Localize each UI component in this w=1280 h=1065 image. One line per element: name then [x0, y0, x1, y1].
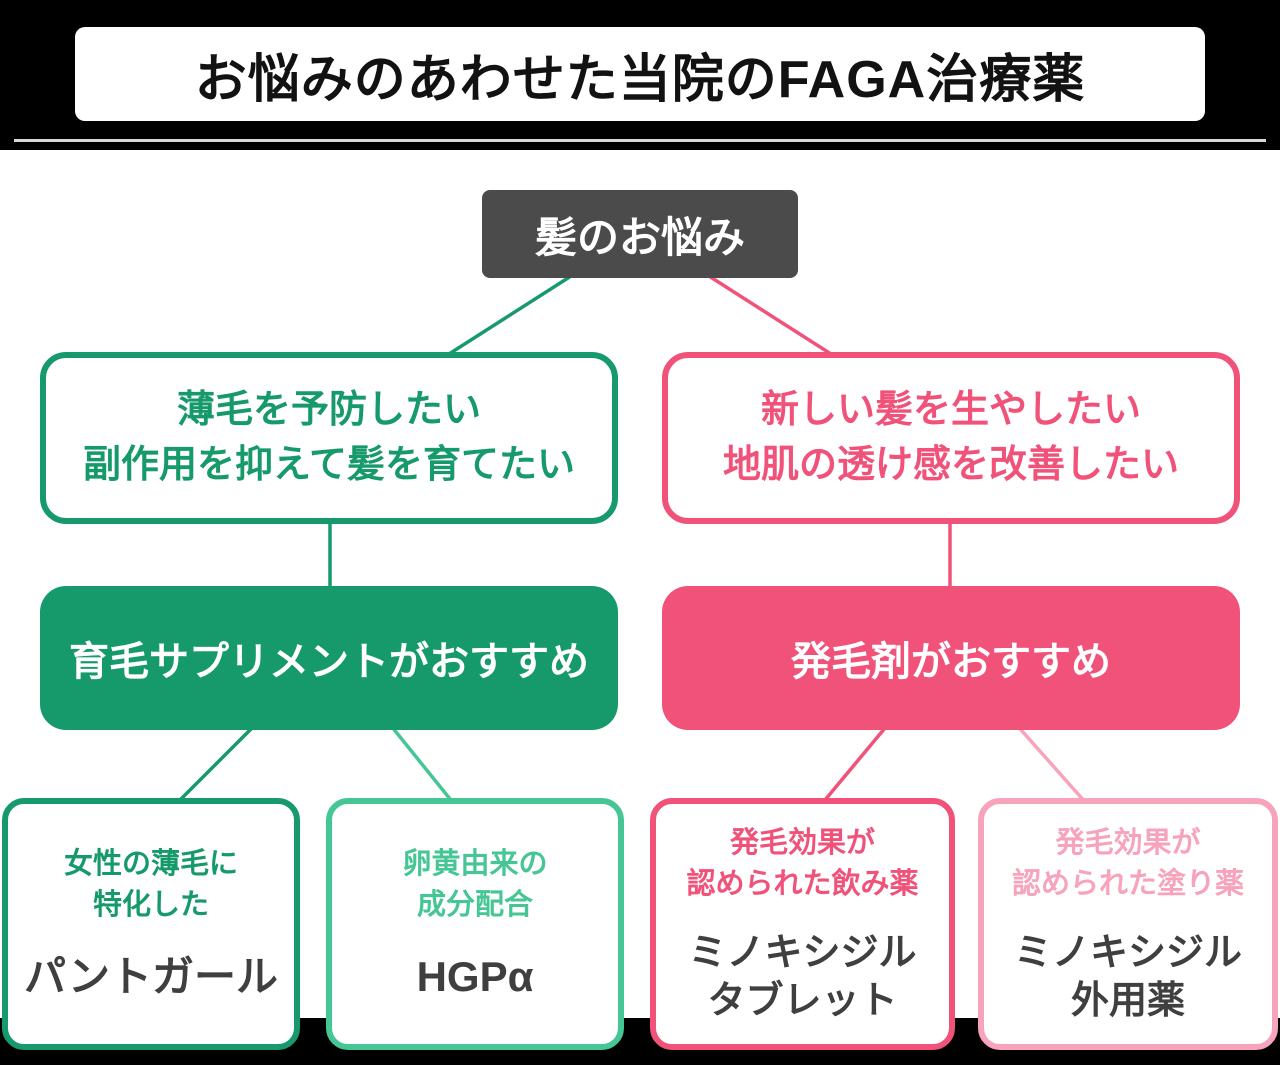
condition-line-1: 薄毛を予防したい: [176, 388, 481, 431]
page-title: お悩みのあわせた当院のFAGA治療薬: [194, 50, 1086, 109]
desc-line-2: 特化した: [92, 888, 209, 921]
recommendation-box-supplement: 育毛サプリメントがおすすめ: [40, 586, 618, 730]
product-description: 発毛効果が 認められた飲み薬: [686, 823, 918, 904]
condition-box-regrowth: 新しい髪を生やしたい 地肌の透け感を改善したい: [662, 352, 1240, 524]
product-description: 卵黄由来の 成分配合: [402, 844, 547, 925]
product-name: パントガール: [24, 951, 278, 1004]
title-box: お悩みのあわせた当院のFAGA治療薬: [75, 27, 1205, 121]
desc-line-1: 発毛効果が: [729, 826, 875, 859]
header-band: お悩みのあわせた当院のFAGA治療薬: [0, 0, 1280, 150]
product-description: 女性の薄毛に 特化した: [64, 844, 238, 925]
desc-line-2: 成分配合: [416, 888, 533, 921]
product-description: 発毛効果が 認められた塗り薬: [1012, 823, 1244, 904]
recommendation-box-hair-growth-agent: 発毛剤がおすすめ: [662, 586, 1240, 730]
product-box-hgpa: 卵黄由来の 成分配合 HGPα: [326, 798, 624, 1050]
product-name: HGPα: [417, 951, 534, 1004]
desc-line-1: 女性の薄毛に: [63, 848, 238, 881]
desc-line-2: 認められた塗り薬: [1011, 867, 1244, 900]
condition-box-prevention: 薄毛を予防したい 副作用を抑えて髪を育てたい: [40, 352, 618, 524]
name-line-2: タブレット: [707, 979, 898, 1022]
product-name: ミノキシジル 外用薬: [1014, 930, 1242, 1025]
header-underline: [14, 139, 1266, 142]
name-line-1: ミノキシジル: [688, 932, 917, 975]
product-name: ミノキシジル タブレット: [688, 930, 916, 1025]
name-line-1: パントガール: [23, 953, 279, 1001]
name-line-1: ミノキシジル: [1013, 932, 1242, 975]
condition-line-2: 地肌の透け感を改善したい: [722, 444, 1179, 486]
desc-line-2: 認められた飲み薬: [686, 867, 919, 900]
desc-line-1: 卵黄由来の: [402, 848, 548, 881]
name-line-1: HGPα: [416, 953, 534, 1001]
root-node-hair-concerns: 髪のお悩み: [482, 190, 798, 278]
condition-line-1: 新しい髪を生やしたい: [760, 388, 1141, 431]
desc-line-1: 発毛効果が: [1055, 826, 1201, 859]
product-box-minoxidil-tablet: 発毛効果が 認められた飲み薬 ミノキシジル タブレット: [650, 798, 955, 1050]
condition-line-2: 副作用を抑えて髪を育てたい: [82, 444, 576, 486]
name-line-2: 外用薬: [1070, 979, 1185, 1022]
product-box-minoxidil-topical: 発毛効果が 認められた塗り薬 ミノキシジル 外用薬: [978, 798, 1278, 1050]
product-box-pantogar: 女性の薄毛に 特化した パントガール: [2, 798, 300, 1050]
